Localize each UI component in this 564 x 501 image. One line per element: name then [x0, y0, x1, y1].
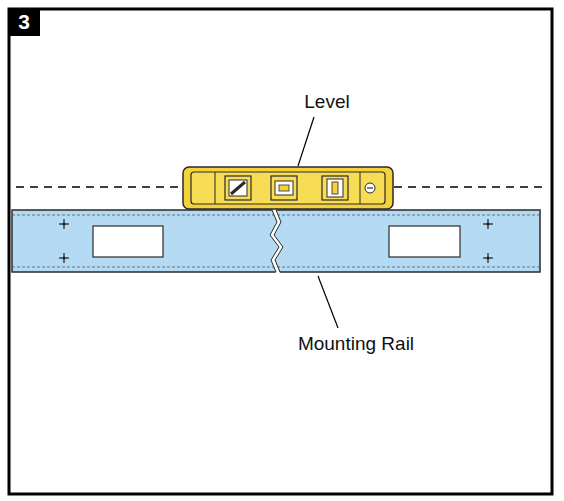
part-label: Mounting Rail	[298, 334, 414, 355]
level-tool	[183, 167, 393, 209]
part-label: Level	[304, 92, 349, 113]
leader-line	[318, 276, 338, 328]
step-number: 3	[18, 10, 30, 33]
leader-line	[298, 117, 314, 166]
frame	[9, 9, 552, 494]
step-box	[8, 8, 40, 36]
mounting-rail	[12, 209, 540, 273]
